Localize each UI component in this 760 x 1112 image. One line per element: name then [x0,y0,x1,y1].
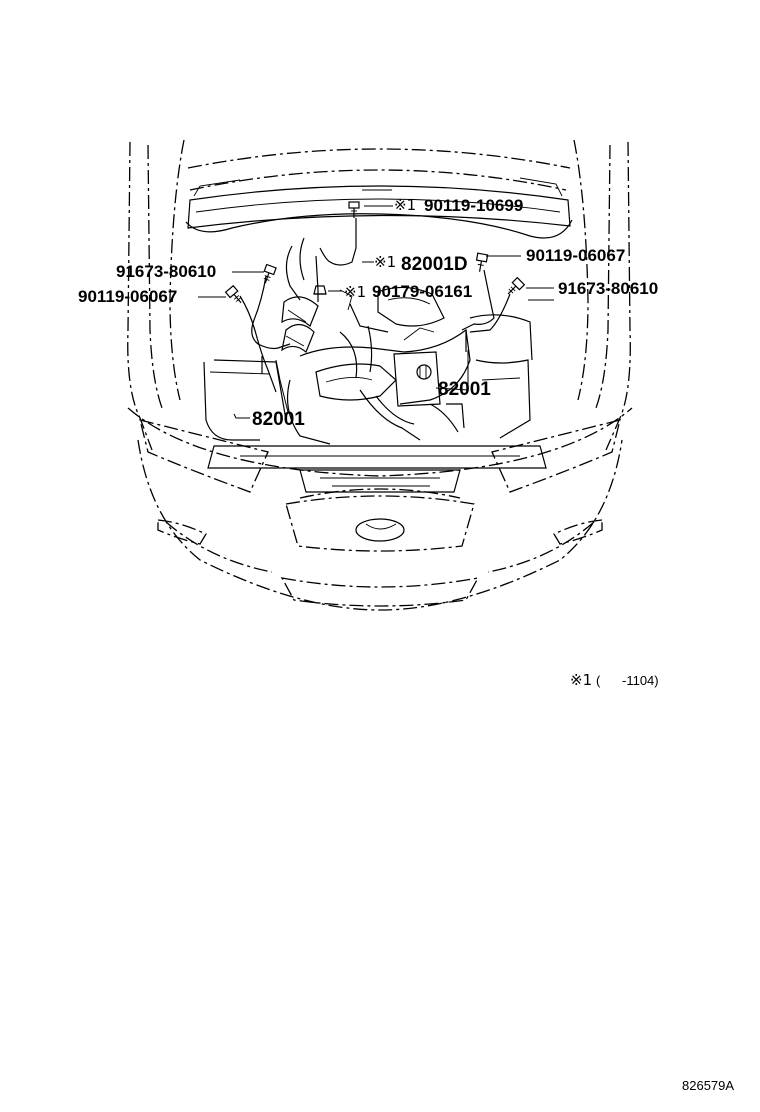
part-number-label: 82001D [401,254,468,275]
callout-90119-06067-left: 90119-06067 [78,287,177,306]
part-number-label: 82001 [252,409,305,430]
callout-90119-06067-right: 90119-06067 [526,246,625,265]
callout-90119-10699: ※1 90119-10699 [394,196,523,215]
footnote-text: ( -1104) [596,673,659,688]
callout-90179-06161: ※1 90179-06161 [344,282,472,301]
leader-lines [198,189,554,419]
part-number-label: 91673-80610 [558,279,658,298]
cowl-panel [185,177,573,239]
part-number-label: 82001 [438,379,491,400]
bolt-icon [475,252,489,272]
callout-91673-80610-left: 91673-80610 [116,262,216,281]
bolt-icon [224,284,242,304]
bolt-icon [348,201,360,218]
bolt-icon [507,276,526,295]
wire-harness-82001d [315,218,357,302]
clip-icon [313,285,327,295]
footnote: ※1 ( -1104) [570,671,659,689]
engine-components [203,237,547,493]
part-number-label: 90119-10699 [424,196,523,215]
emblem-icon [355,518,405,542]
callout-82001-left: 82001 [252,409,305,430]
car-body-outline [127,139,633,611]
wire-harness-82001-right [461,269,511,352]
bolt-icon [263,263,277,284]
callout-82001d: ※1 82001D [374,253,468,275]
part-number-label: 90179-06161 [372,282,472,301]
part-number-label: 90119-06067 [526,246,625,265]
callout-82001-right: 82001 [438,379,491,400]
callout-91673-80610-right: 91673-80610 [558,279,658,298]
part-number-label: 91673-80610 [116,262,216,281]
wire-harness-82001-left [239,275,291,393]
variant-mark: ※1 [394,196,416,214]
variant-mark: ※1 [374,253,396,271]
diagram-code: 826579A [682,1078,734,1093]
part-number-label: 90119-06067 [78,287,177,306]
variant-mark: ※1 [344,283,366,301]
footnote-mark: ※1 [570,671,592,689]
